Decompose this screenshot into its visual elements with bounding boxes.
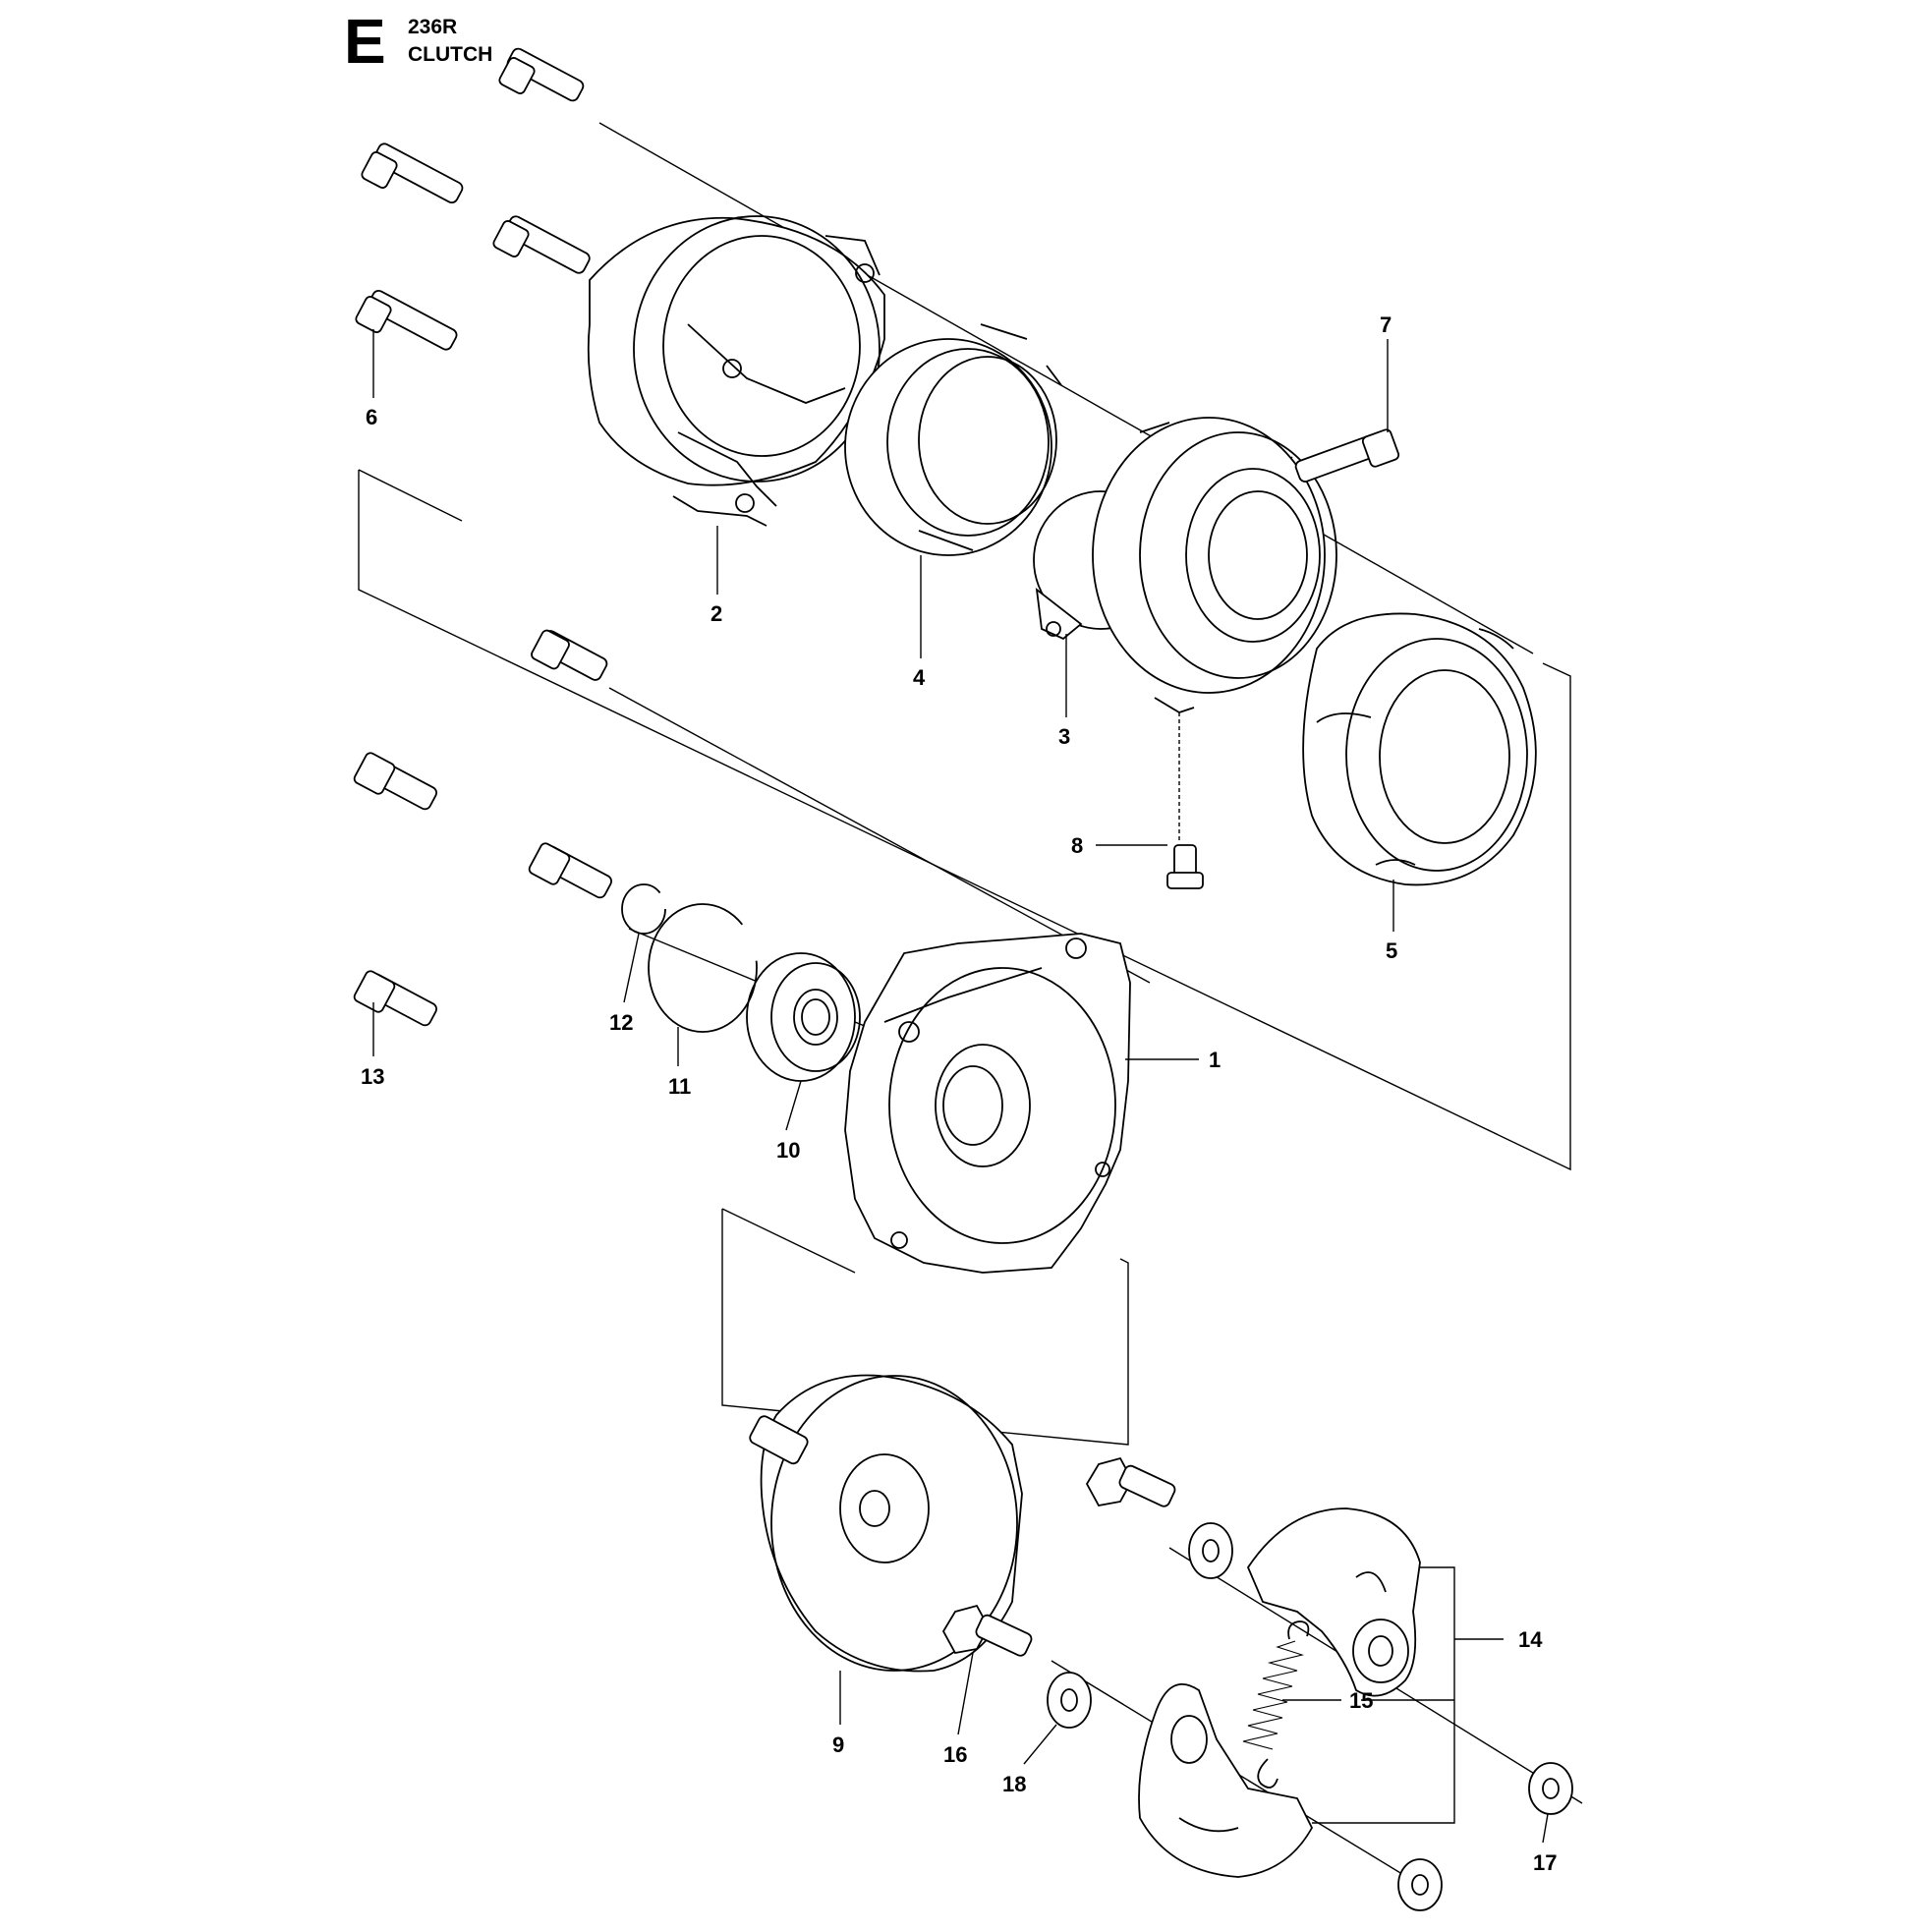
callout-8: 8 (1071, 833, 1083, 858)
bolt-6a (498, 47, 585, 102)
frame-lower-top (721, 1208, 856, 1274)
callout-3: 3 (1058, 724, 1070, 749)
ring-part-4 (844, 323, 1062, 556)
callout-17: 17 (1533, 1850, 1557, 1875)
retaining-ring-part-11 (648, 903, 758, 1033)
bearing-part-10 (746, 952, 861, 1082)
clutch-bolts-part-16 (941, 1456, 1176, 1657)
washer-bottom (1397, 1858, 1443, 1911)
leader-lines (372, 329, 1549, 1844)
bolt-line-top (598, 122, 1534, 654)
bolt-6d (355, 289, 458, 351)
callout-13: 13 (361, 1064, 384, 1089)
clutch-shoes-part-14 (1138, 1507, 1421, 1878)
callout-12: 12 (609, 1010, 633, 1035)
spring-part-15 (1242, 1620, 1310, 1789)
starter-pulley-part-3 (1033, 417, 1337, 713)
clutch-housing-part-1 (844, 933, 1131, 1274)
bolt-13b (353, 752, 437, 811)
bolt-line-middle (608, 687, 1151, 984)
screw-7 (1294, 428, 1400, 483)
bolt-13d (353, 970, 437, 1027)
callout-2: 2 (710, 601, 722, 626)
callout-14: 14 (1518, 1627, 1543, 1652)
callout-9: 9 (832, 1733, 844, 1757)
washer-upper (1188, 1522, 1233, 1579)
clutch-drum-part-9 (749, 1374, 1023, 1673)
callout-4: 4 (913, 665, 926, 690)
diagram-title: CLUTCH (408, 43, 492, 66)
model-number: 236R (408, 16, 457, 38)
callout-5: 5 (1386, 938, 1397, 963)
callout-10: 10 (776, 1138, 800, 1163)
washer-17 (1528, 1762, 1573, 1815)
callout-numbers: 1 2 3 4 5 6 7 8 9 10 11 12 13 14 15 16 1… (361, 313, 1557, 1875)
callout-15: 15 (1349, 1688, 1373, 1713)
screw-8 (1166, 844, 1204, 889)
bolts (353, 47, 1400, 1027)
circlip-part-12 (621, 883, 666, 935)
washers (1047, 1522, 1573, 1911)
fan-housing-part-2 (587, 215, 885, 527)
callout-16: 16 (943, 1742, 967, 1767)
callout-1: 1 (1209, 1048, 1221, 1072)
frame-upper (358, 470, 1571, 1171)
callout-7: 7 (1380, 313, 1392, 337)
pulley-cover-part-5 (1302, 612, 1537, 886)
diagram-header: E 236R CLUTCH (344, 6, 492, 77)
bolt-13c (528, 842, 612, 899)
callout-18: 18 (1002, 1772, 1026, 1796)
bolt-6b (361, 142, 464, 204)
frame-upper-top (358, 469, 463, 522)
section-letter: E (344, 6, 386, 77)
washer-18 (1047, 1672, 1092, 1729)
callout-11: 11 (668, 1074, 691, 1099)
frame-lower (721, 1209, 1129, 1446)
bolt-13a (531, 629, 608, 681)
callout-6: 6 (366, 405, 377, 429)
bolt-6c (492, 215, 591, 274)
